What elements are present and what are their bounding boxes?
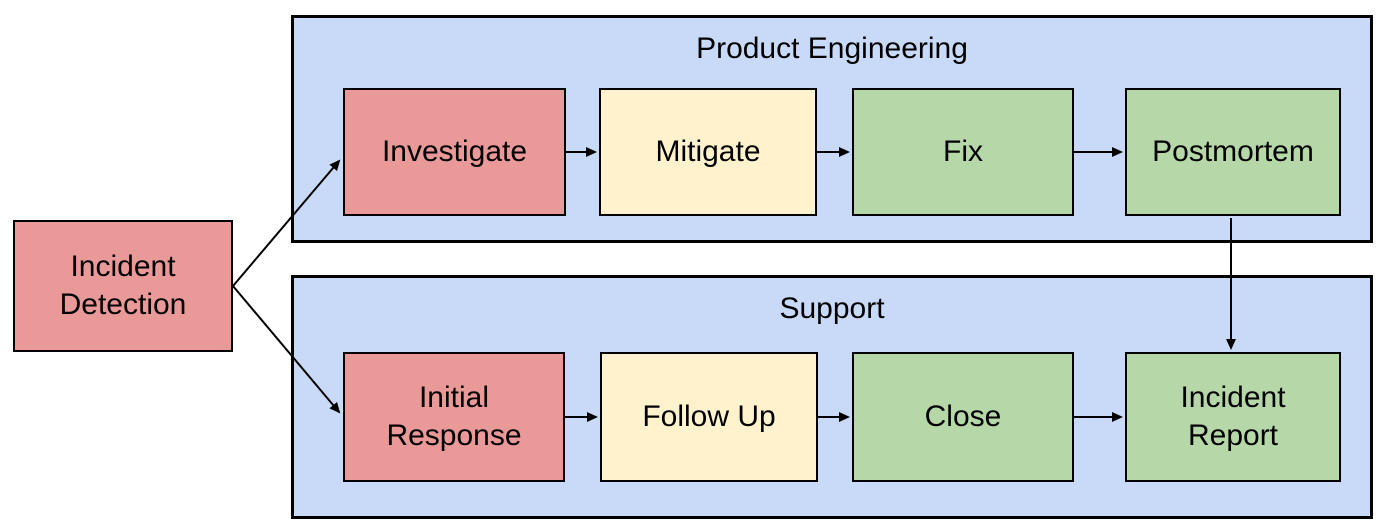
node-fix-label: Fix xyxy=(943,135,983,168)
lane-title-support: Support xyxy=(779,292,885,325)
node-follow-up: Follow Up xyxy=(600,352,818,482)
node-incident-report-label: Incident Report xyxy=(1180,381,1286,452)
node-incident-detection: Incident Detection xyxy=(13,220,233,352)
node-mitigate: Mitigate xyxy=(599,88,817,216)
lane-title-product-engineering: Product Engineering xyxy=(696,32,968,65)
node-follow-up-label: Follow Up xyxy=(642,400,776,433)
node-close: Close xyxy=(852,352,1074,482)
node-investigate: Investigate xyxy=(343,88,566,216)
node-initial-response: Initial Response xyxy=(343,352,565,482)
node-mitigate-label: Mitigate xyxy=(655,135,761,168)
node-postmortem: Postmortem xyxy=(1125,88,1341,216)
node-initial-response-label: Initial Response xyxy=(386,381,522,452)
node-postmortem-label: Postmortem xyxy=(1152,135,1314,168)
node-incident-detection-label: Incident Detection xyxy=(59,250,187,321)
node-incident-report: Incident Report xyxy=(1125,352,1341,482)
node-investigate-label: Investigate xyxy=(381,135,528,168)
node-close-label: Close xyxy=(924,400,1002,433)
node-fix: Fix xyxy=(852,88,1074,216)
